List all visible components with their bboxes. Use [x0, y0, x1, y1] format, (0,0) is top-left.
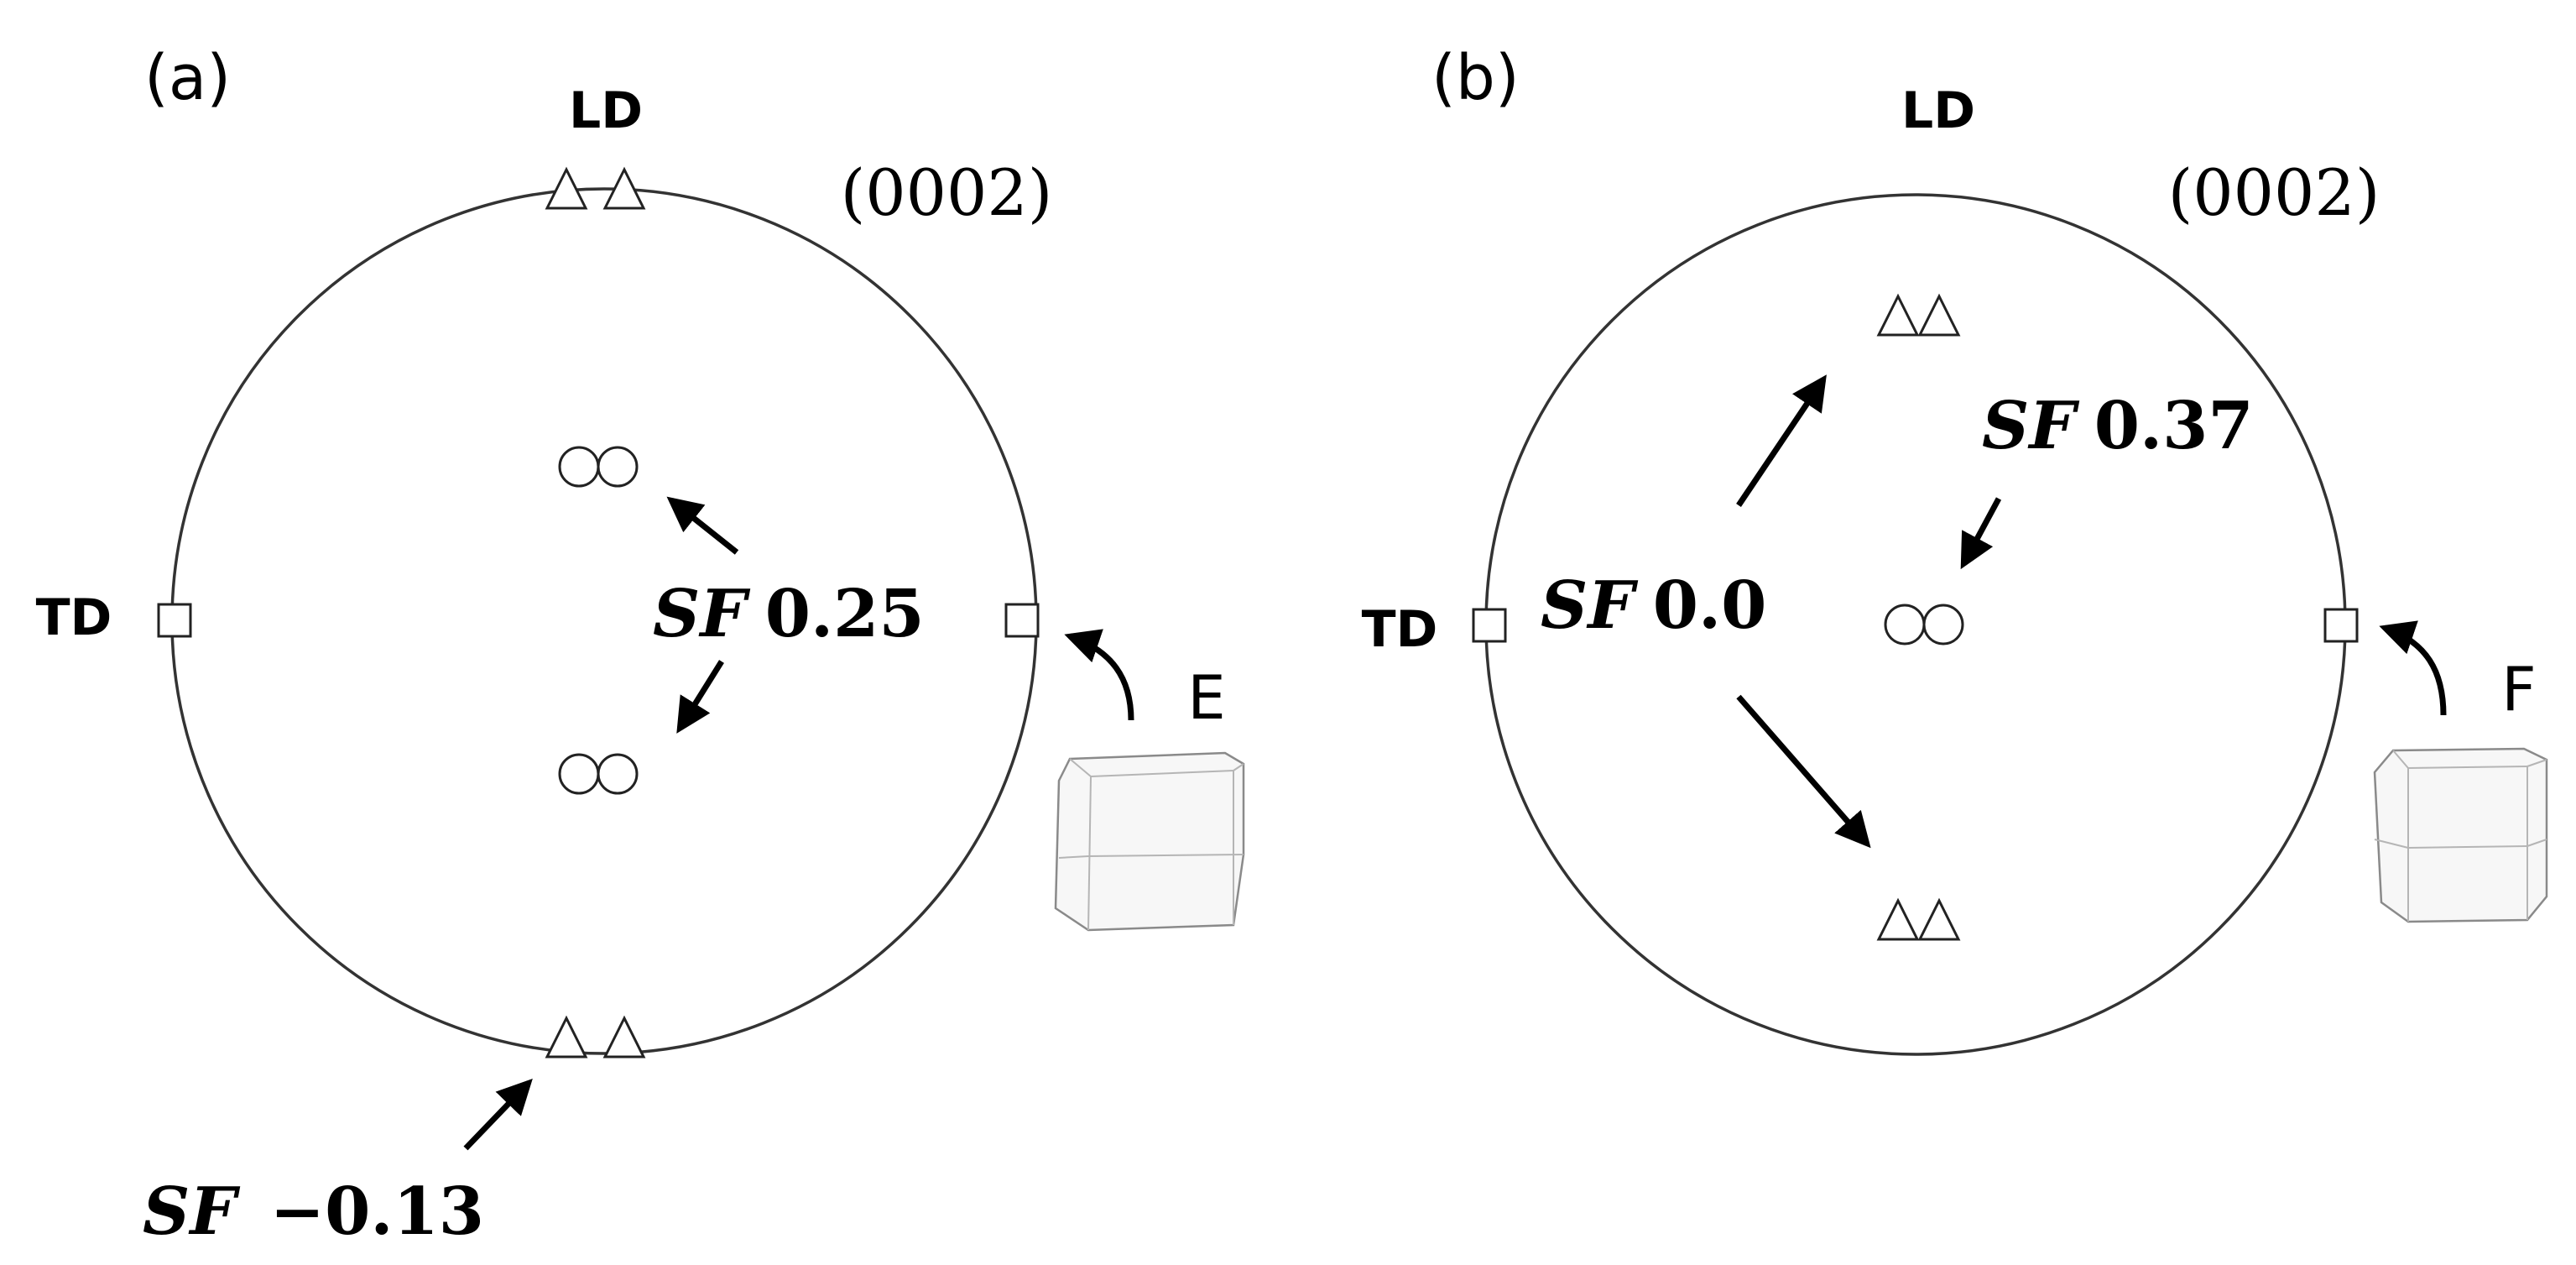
panel-b-square-right	[2323, 608, 2359, 643]
panel-a-arrow-to-bottom-triangles	[463, 1078, 533, 1151]
panel-a-circle-upper-1	[558, 446, 600, 488]
panel-b-td-label: TD	[1362, 600, 1438, 659]
panel-b-ld-label: LD	[1901, 81, 1975, 140]
panel-a-tag: (a)	[144, 42, 231, 114]
panel-a-square-left	[157, 603, 192, 638]
panel-a-hcp-cube	[1054, 751, 1245, 932]
panel-b-triangle-lower-2	[1917, 897, 1961, 941]
panel-a-triangle-bottom-2	[602, 1015, 646, 1059]
panel-a-circle-upper-2	[597, 446, 639, 488]
panel-a-triangle-bottom-1	[545, 1015, 588, 1059]
panel-a-triangle-top-1	[545, 166, 588, 210]
panel-b-triangle-upper-2	[1917, 293, 1961, 337]
panel-a-circle-lower-2	[597, 753, 639, 795]
panel-b-hcp-cube	[2373, 747, 2548, 923]
panel-b-grain-label: F	[2501, 654, 2536, 724]
panel-a-square-right	[1004, 603, 1040, 638]
panel-a-sf-bottom: SF−0.13	[143, 1174, 484, 1250]
panel-a-curved-arrow	[1064, 629, 1134, 721]
panel-a-arrow-to-lower-circles	[676, 660, 724, 734]
panel-b-tag: (b)	[1431, 42, 1520, 114]
panel-a-td-label: TD	[36, 588, 112, 647]
panel-a-arrow-to-upper-circles	[666, 496, 739, 555]
panel-b-square-left	[1472, 608, 1507, 643]
panel-b-arrow-to-upper-triangles	[1736, 374, 1827, 507]
panel-b-triangle-upper-1	[1876, 293, 1920, 337]
panel-a-ld-label: LD	[569, 81, 643, 140]
panel-a-circle-lower-1	[558, 753, 600, 795]
panel-b-curved-arrow	[2379, 620, 2447, 716]
panel-b-arrow-to-lower-triangles	[1736, 694, 1871, 849]
panel-a-triangle-top-2	[602, 166, 646, 210]
panel-b-plane-label: (0002)	[2168, 155, 2380, 230]
panel-a-plane-label: (0002)	[841, 155, 1053, 230]
panel-b-arrow-to-center-circles	[1960, 497, 2002, 570]
panel-b-circle-center-1	[1884, 604, 1926, 646]
panel-b-triangle-lower-1	[1876, 897, 1920, 941]
panel-b-circle-center-2	[1922, 604, 1964, 646]
panel-a-grain-label: E	[1187, 662, 1226, 733]
